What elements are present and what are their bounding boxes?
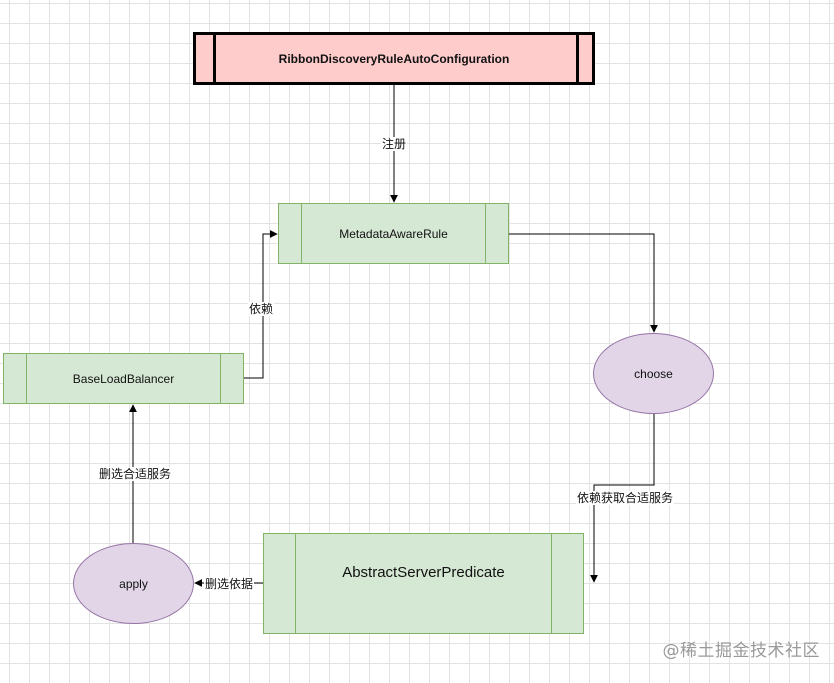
node-choose[interactable]: choose [593, 333, 714, 414]
edge-label-filter-service: 删选合适服务 [98, 467, 173, 481]
edge-depend-get-service [590, 413, 655, 583]
edge-label-depend: 依赖 [248, 302, 275, 316]
node-label: choose [634, 366, 673, 381]
watermark: @稀土掘金技术社区 [662, 641, 820, 661]
node-metadata-aware-rule[interactable]: MetadataAwareRule [278, 203, 509, 264]
node-label: apply [119, 576, 148, 591]
node-abstract-server-predicate[interactable]: AbstractServerPredicate [263, 533, 584, 634]
node-apply[interactable]: apply [73, 543, 194, 624]
node-base-load-balancer[interactable]: BaseLoadBalancer [3, 353, 244, 404]
edge-label-register: 注册 [381, 137, 408, 151]
node-label: MetadataAwareRule [339, 226, 448, 241]
edge-to-choose [509, 233, 658, 333]
node-ribbon-discovery-rule-auto-configuration[interactable]: RibbonDiscoveryRuleAutoConfiguration [193, 32, 595, 85]
edge-label-depend-get-service: 依赖获取合适服务 [576, 491, 675, 505]
edge-label-filter-basis: 删选依据 [204, 577, 255, 591]
node-label: AbstractServerPredicate [342, 564, 505, 581]
node-label: RibbonDiscoveryRuleAutoConfiguration [278, 51, 510, 66]
node-label: BaseLoadBalancer [72, 371, 175, 386]
